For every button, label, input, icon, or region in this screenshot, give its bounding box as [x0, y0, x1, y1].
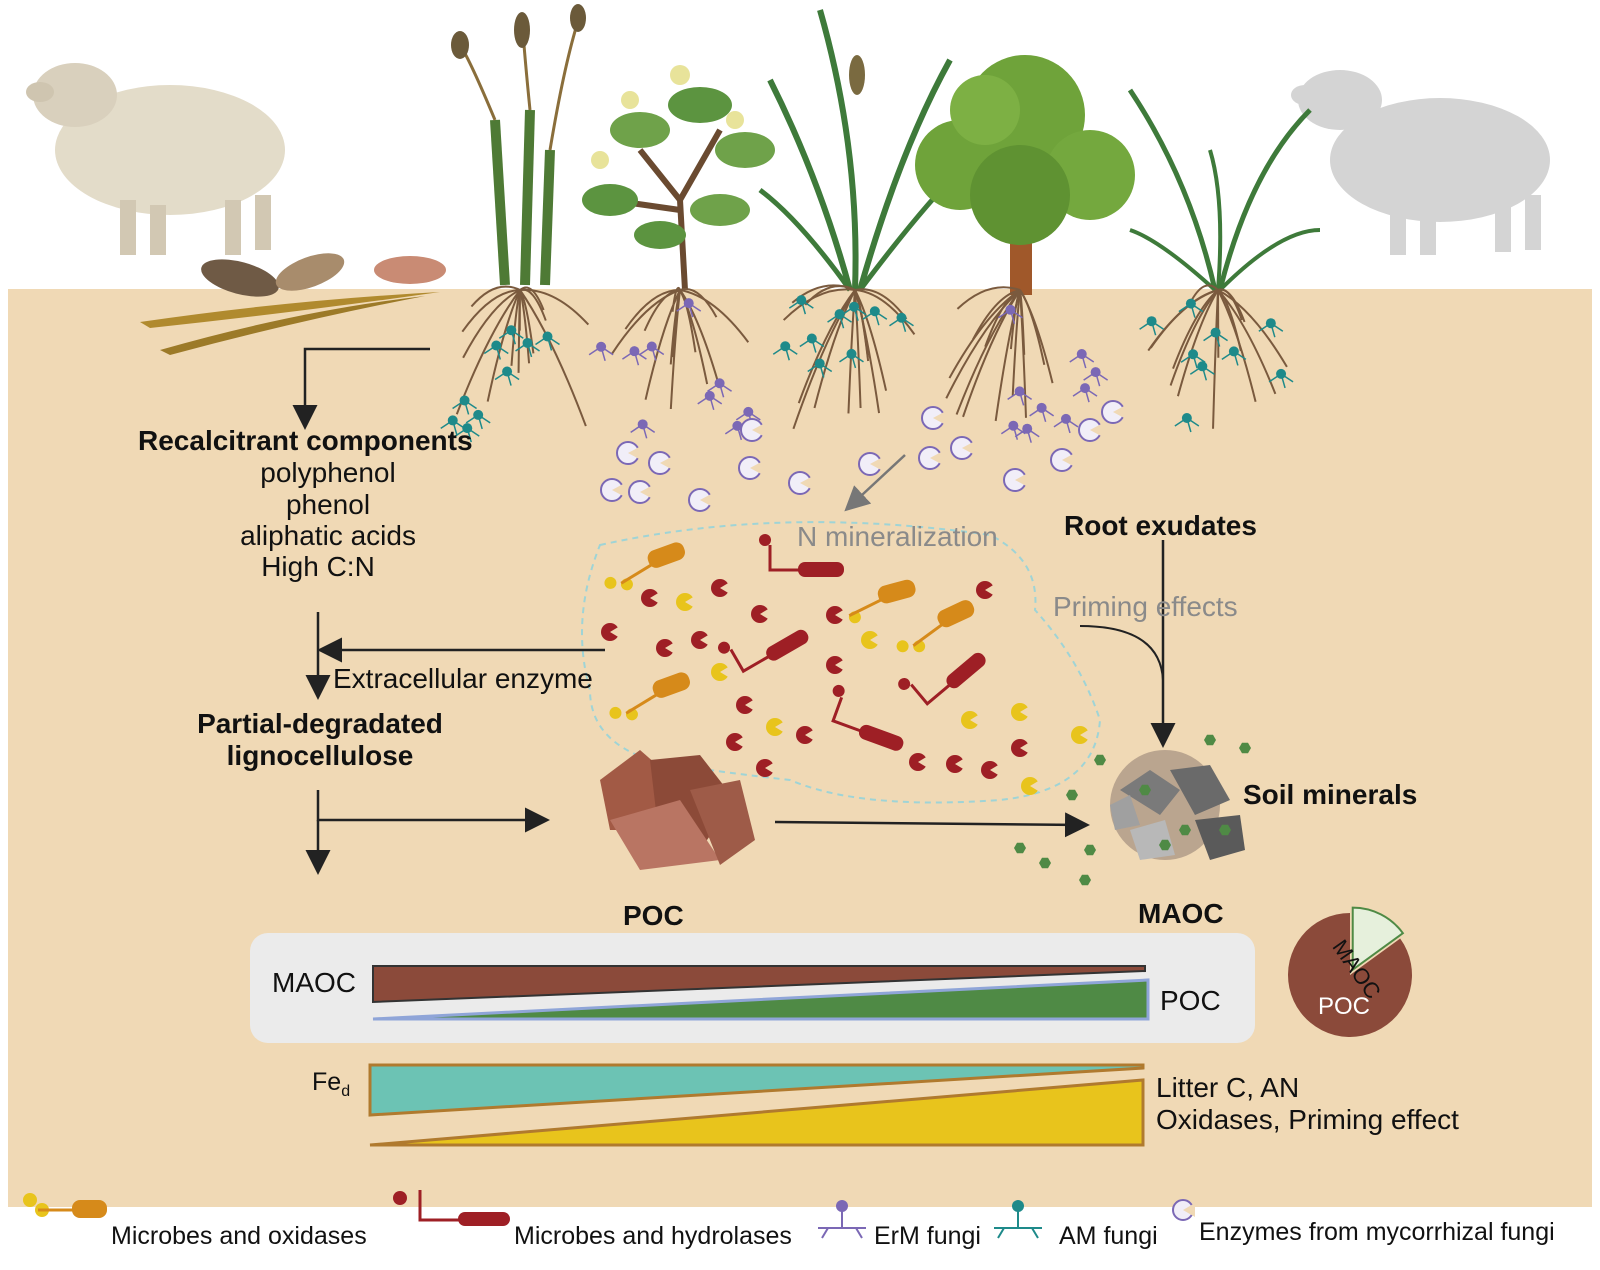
fungal-spore	[1080, 383, 1090, 393]
fungal-spore	[1091, 367, 1101, 377]
fungal-spore	[715, 378, 725, 388]
fungal-spore	[506, 325, 516, 335]
recalcitrant-components-title: Recalcitrant components	[138, 425, 473, 457]
fungal-spore	[1186, 299, 1196, 309]
fungal-spore	[523, 338, 533, 348]
fungal-spore	[835, 309, 845, 319]
hydrolase-cell	[798, 562, 844, 577]
fungal-spore	[1015, 386, 1025, 396]
fungal-spore	[1197, 361, 1207, 371]
component-phenol: phenol	[200, 489, 456, 521]
soil-minerals-label: Soil minerals	[1243, 779, 1417, 811]
component-polyphenol: polyphenol	[200, 457, 456, 489]
fungal-spore	[1147, 316, 1157, 326]
fed-label-text: Fe	[312, 1068, 341, 1096]
litter-c-an-label: Litter C, AN	[1156, 1072, 1299, 1104]
moss-plant-icon	[451, 4, 586, 285]
fungal-spore	[807, 333, 817, 343]
hydrolase-enzyme	[759, 534, 771, 546]
fungal-spore	[647, 341, 657, 351]
legend-erm-label: ErM fungi	[874, 1222, 981, 1251]
fungal-spore	[849, 302, 859, 312]
fungal-spore	[684, 298, 694, 308]
fungal-spore	[596, 342, 606, 352]
sheep-left-icon	[26, 63, 285, 255]
fungal-spore	[1005, 305, 1015, 315]
fungal-spore	[460, 395, 470, 405]
fungal-spore	[1037, 403, 1047, 413]
fungal-spore	[1188, 349, 1198, 359]
fungal-spore	[870, 306, 880, 316]
fungal-spore	[846, 349, 856, 359]
component-high-cn: High C:N	[190, 551, 446, 583]
fungal-spore	[1182, 413, 1192, 423]
partial-degraded-label-1: Partial-degradated	[160, 708, 480, 740]
legend-enzymes-label: Enzymes from mycorrhizal fungi	[1199, 1218, 1555, 1247]
fungal-spore	[1276, 369, 1286, 379]
fungal-spore	[1211, 328, 1221, 338]
shrub-plant-icon	[582, 65, 775, 290]
grass-plant-icon	[1130, 90, 1320, 290]
root-exudates-label: Root exudates	[1064, 510, 1257, 542]
fungal-spore	[1061, 414, 1071, 424]
sheep-right-icon	[1291, 70, 1550, 255]
extracellular-enzyme-label: Extracellular enzyme	[333, 663, 593, 695]
tree-plant-icon	[915, 55, 1135, 295]
fed-label-subscript: d	[341, 1083, 350, 1100]
fungal-spore	[705, 391, 715, 401]
fungal-spore	[1266, 318, 1276, 328]
gradient-poc-label: POC	[1160, 985, 1221, 1017]
gradient-maoc-label: MAOC	[272, 967, 356, 999]
poc-label: POC	[623, 900, 684, 932]
fungal-spore	[473, 410, 483, 420]
fungal-spore	[1229, 346, 1239, 356]
fungal-spore	[629, 346, 639, 356]
n-mineralization-label: N mineralization	[797, 521, 998, 553]
fungal-spore	[638, 419, 648, 429]
fungal-spore	[896, 313, 906, 323]
fungal-spore	[1008, 421, 1018, 431]
legend-hydrolases-label: Microbes and hydrolases	[514, 1222, 792, 1251]
fungal-spore	[1077, 349, 1087, 359]
fungal-spore	[542, 332, 552, 342]
fungal-spore	[815, 358, 825, 368]
partial-degraded-label-2: lignocellulose	[160, 740, 480, 772]
legend-oxidases-label: Microbes and oxidases	[111, 1222, 367, 1251]
component-aliphatic-acids: aliphatic acids	[200, 520, 456, 552]
fungal-spore	[796, 295, 806, 305]
fungal-spore	[448, 415, 458, 425]
fungal-spore	[1022, 424, 1032, 434]
priming-effects-label: Priming effects	[1053, 591, 1238, 623]
fungal-spore	[780, 341, 790, 351]
legend-am-label: AM fungi	[1059, 1222, 1158, 1251]
oxidases-priming-label: Oxidases, Priming effect	[1156, 1104, 1459, 1136]
fungal-spore	[502, 367, 512, 377]
fed-label: Fed	[312, 1068, 350, 1101]
fungal-spore	[743, 407, 753, 417]
maoc-label: MAOC	[1138, 898, 1224, 930]
fungal-spore	[491, 341, 501, 351]
